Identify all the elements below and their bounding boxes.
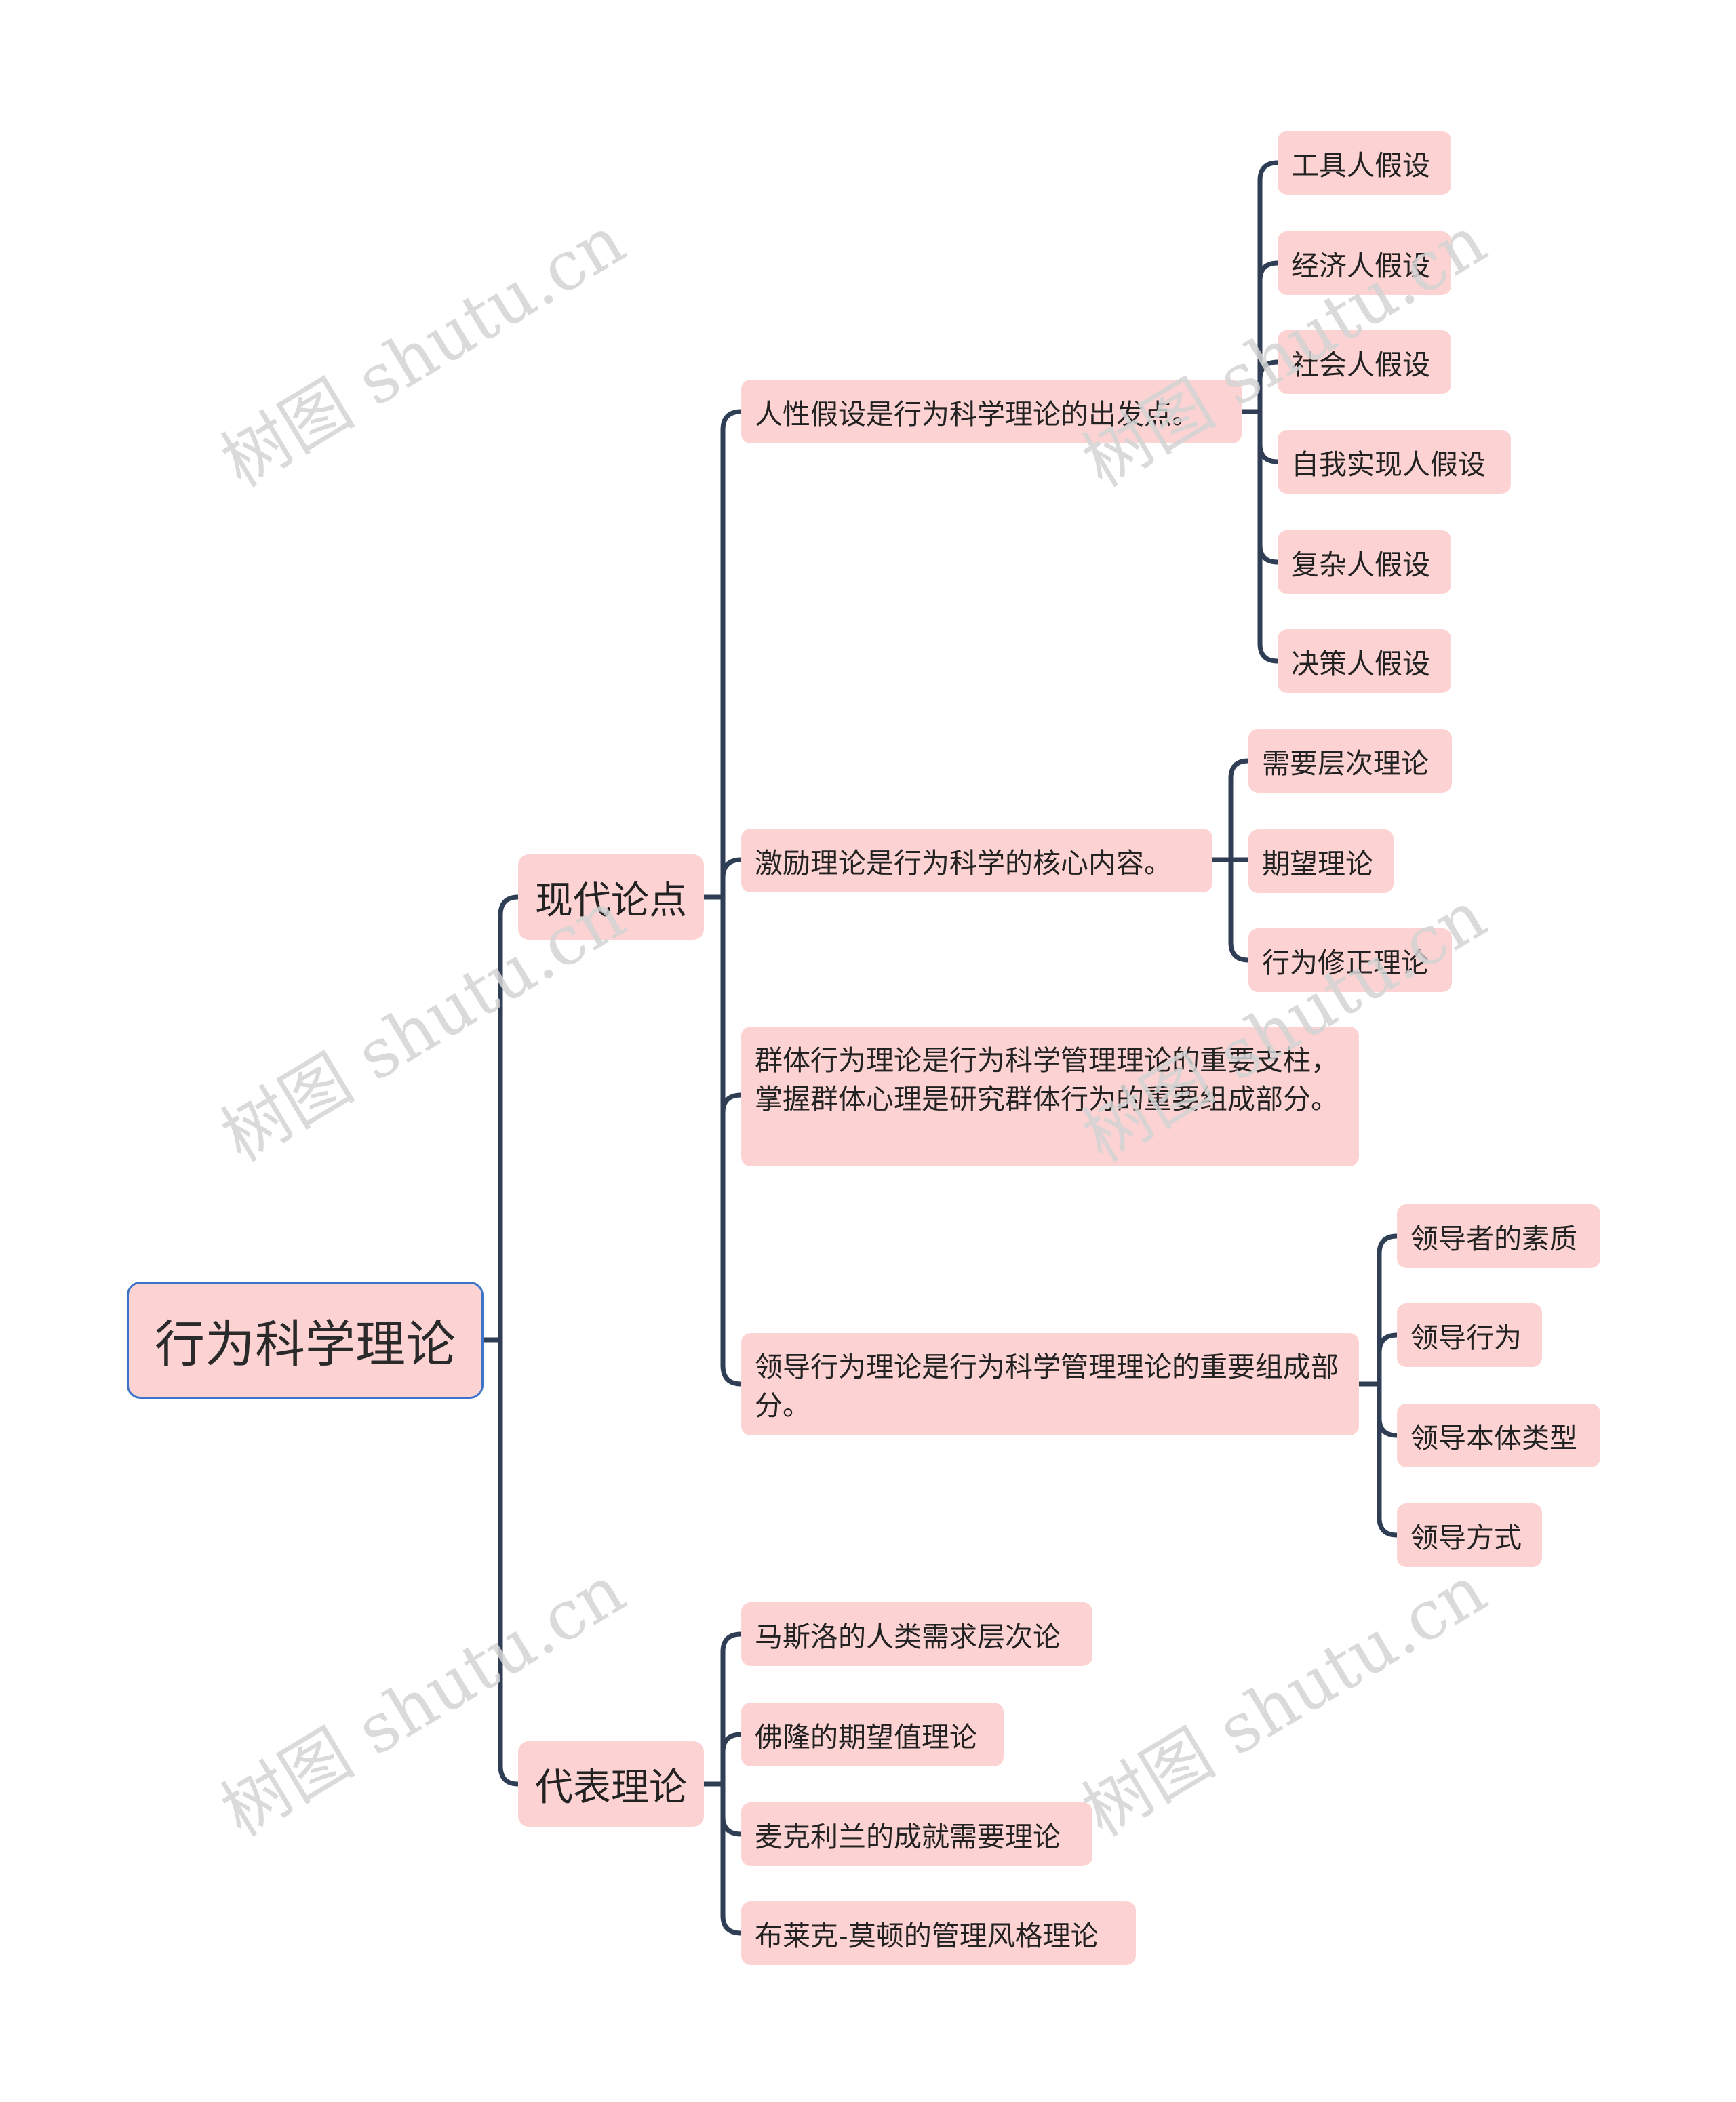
branch-representative-theories[interactable]: 代表理论: [518, 1741, 704, 1827]
node-label: 领导行为理论是行为科学管理理论的重要组成部分。: [755, 1351, 1339, 1422]
leaf-label: 工具人假设: [1291, 149, 1430, 182]
leaf-label: 麦克利兰的成就需要理论: [755, 1821, 1061, 1853]
leaf-label: 布莱克-莫顿的管理风格理论: [755, 1920, 1099, 1952]
leaf-tool-man[interactable]: 工具人假设: [1278, 131, 1451, 195]
node-leadership[interactable]: 领导行为理论是行为科学管理理论的重要组成部分。: [741, 1333, 1359, 1435]
node-motivation[interactable]: 激励理论是行为科学的核心内容。: [741, 829, 1212, 892]
branch-label: 代表理论: [535, 1765, 687, 1810]
leaf-label: 决策人假设: [1291, 648, 1430, 680]
node-group-behavior[interactable]: 群体行为理论是行为科学管理理论的重要支柱，掌握群体心理是研究群体行为的重要组成部…: [741, 1027, 1359, 1166]
leaf-label: 复杂人假设: [1291, 549, 1430, 581]
leaf-economic-man[interactable]: 经济人假设: [1278, 231, 1451, 295]
node-label: 激励理论是行为科学的核心内容。: [755, 847, 1172, 879]
leaf-label: 领导者的素质: [1410, 1223, 1577, 1255]
leaf-vroom[interactable]: 佛隆的期望值理论: [741, 1703, 1004, 1766]
root-node[interactable]: 行为科学理论: [127, 1282, 484, 1399]
leaf-label: 社会人假设: [1291, 349, 1430, 381]
leaf-label: 自我实现人假设: [1291, 448, 1486, 481]
leaf-label: 领导方式: [1410, 1522, 1522, 1554]
leaf-expectancy[interactable]: 期望理论: [1248, 829, 1394, 893]
leaf-label: 佛隆的期望值理论: [755, 1721, 977, 1753]
leaf-social-man[interactable]: 社会人假设: [1278, 330, 1451, 394]
leaf-needs-hierarchy[interactable]: 需要层次理论: [1248, 729, 1452, 793]
leaf-label: 马斯洛的人类需求层次论: [755, 1621, 1061, 1653]
leaf-maslow[interactable]: 马斯洛的人类需求层次论: [741, 1602, 1092, 1666]
leaf-self-actualizing-man[interactable]: 自我实现人假设: [1278, 430, 1511, 494]
branch-modern-viewpoints[interactable]: 现代论点: [518, 854, 704, 940]
leaf-complex-man[interactable]: 复杂人假设: [1278, 530, 1451, 594]
node-label: 群体行为理论是行为科学管理理论的重要支柱，掌握群体心理是研究群体行为的重要组成部…: [755, 1044, 1339, 1115]
root-label: 行为科学理论: [155, 1315, 456, 1374]
leaf-label: 经济人假设: [1291, 250, 1430, 282]
leaf-leader-types[interactable]: 领导本体类型: [1397, 1404, 1600, 1467]
branch-label: 现代论点: [535, 878, 687, 923]
leaf-mcclelland[interactable]: 麦克利兰的成就需要理论: [741, 1802, 1092, 1866]
leaf-decision-man[interactable]: 决策人假设: [1278, 629, 1451, 693]
leaf-leader-behavior[interactable]: 领导行为: [1397, 1303, 1542, 1367]
leaf-label: 行为修正理论: [1262, 947, 1429, 979]
node-human-nature[interactable]: 人性假设是行为科学理论的出发点。: [741, 380, 1242, 443]
leaf-leader-style[interactable]: 领导方式: [1397, 1503, 1542, 1567]
leaf-label: 期望理论: [1262, 848, 1373, 880]
leaf-blake-mouton[interactable]: 布莱克-莫顿的管理风格理论: [741, 1901, 1136, 1965]
leaf-leader-qualities[interactable]: 领导者的素质: [1397, 1204, 1600, 1268]
leaf-behavior-modification[interactable]: 行为修正理论: [1248, 928, 1452, 992]
leaf-label: 需要层次理论: [1262, 747, 1429, 780]
node-label: 人性假设是行为科学理论的出发点。: [755, 398, 1200, 431]
leaf-label: 领导行为: [1410, 1322, 1522, 1354]
leaf-label: 领导本体类型: [1410, 1422, 1577, 1454]
